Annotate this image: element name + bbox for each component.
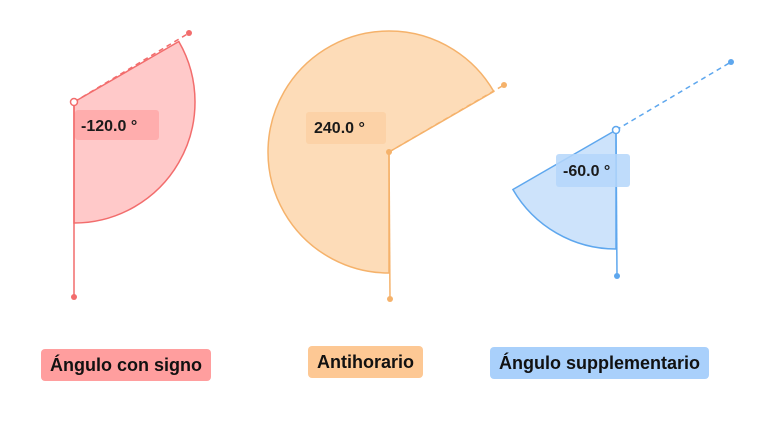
supplementary-value-label: -60.0 ° <box>563 163 610 180</box>
signed-angle-vertex-point[interactable] <box>69 97 79 107</box>
counterclockwise-reference-ray <box>388 151 391 300</box>
supplementary-rotated-ray <box>615 61 732 131</box>
supplementary-angle-sector <box>511 128 617 250</box>
signed-angle-reference-endpoint[interactable] <box>71 294 77 300</box>
supplementary-vertex-point[interactable] <box>611 125 621 135</box>
supplementary-label-background <box>556 154 630 187</box>
counterclockwise-label-background <box>306 112 386 144</box>
counterclockwise-rotated-ray <box>388 84 505 153</box>
signed-angle-figure: -120.0 ° <box>69 30 196 300</box>
signed-angle-rotated-endpoint[interactable] <box>186 30 192 36</box>
counterclockwise-reference-endpoint[interactable] <box>387 296 393 302</box>
signed-angle-rotated-ray <box>73 32 190 103</box>
signed-angle-value-label: -120.0 ° <box>81 118 137 135</box>
counterclockwise-caption: Antihorario <box>308 346 423 378</box>
counterclockwise-angle-figure: 240.0 ° <box>267 30 507 302</box>
signed-angle-label-background <box>75 110 159 140</box>
supplementary-caption: Ángulo supplementario <box>490 347 710 379</box>
counterclockwise-angle-sector <box>267 30 495 274</box>
counterclockwise-value-label: 240.0 ° <box>314 120 365 137</box>
supplementary-reference-ray <box>615 129 618 277</box>
counterclockwise-rotated-endpoint[interactable] <box>501 82 507 88</box>
counterclockwise-vertex-point[interactable] <box>386 149 392 155</box>
supplementary-rotated-endpoint[interactable] <box>728 59 734 65</box>
signed-angle-caption: Ángulo con signo <box>41 349 211 381</box>
supplementary-reference-endpoint[interactable] <box>614 273 620 279</box>
supplementary-angle-figure: -60.0 ° <box>511 59 734 279</box>
